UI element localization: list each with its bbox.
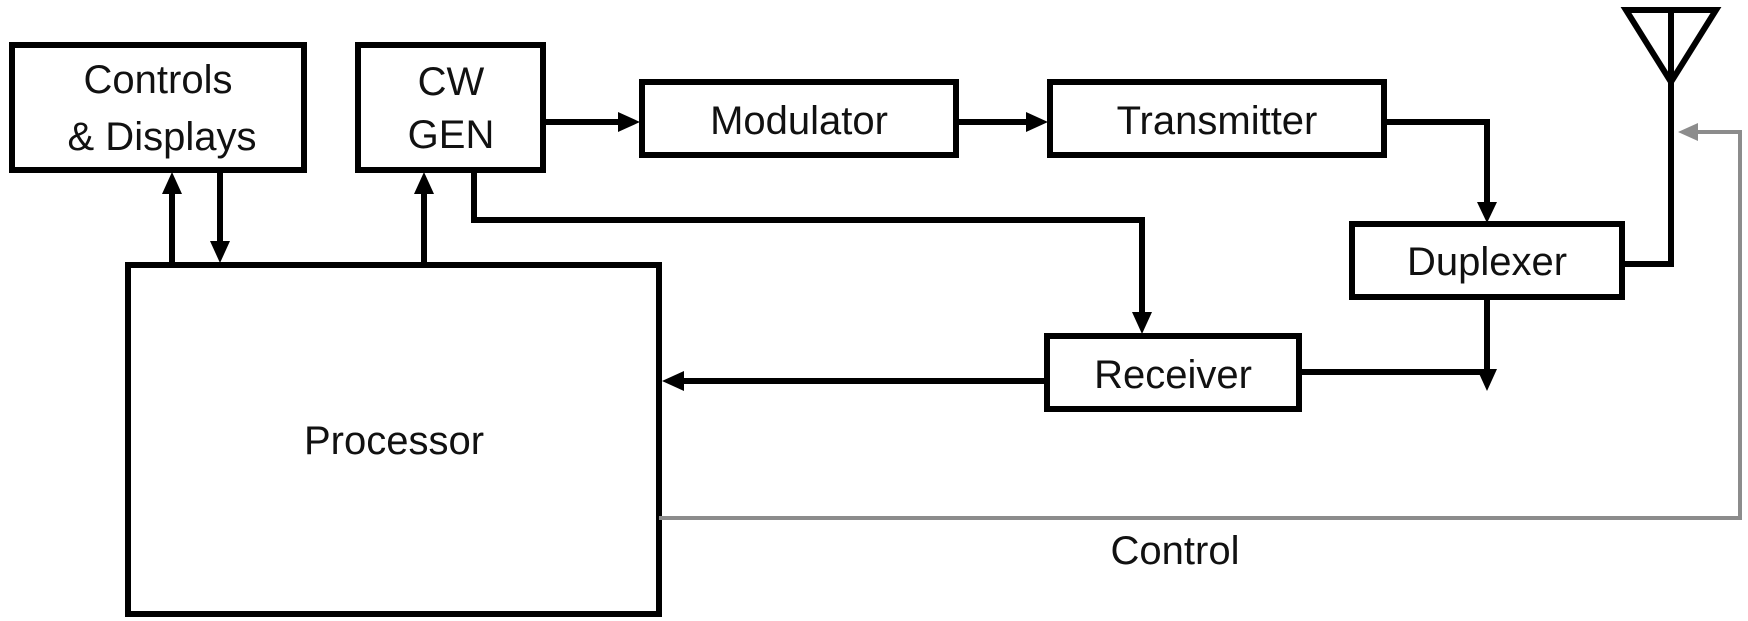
modulator-block: Modulator — [639, 79, 959, 158]
controls-displays-block: Controls & Displays — [9, 42, 307, 173]
cw-gen-label-line1: CW — [418, 60, 485, 104]
duplexer-block: Duplexer — [1349, 221, 1625, 300]
cw-gen-block: CW GEN — [355, 42, 546, 173]
receiver-label: Receiver — [1094, 353, 1252, 397]
modulator-label: Modulator — [710, 99, 888, 143]
transmitter-label: Transmitter — [1117, 99, 1318, 143]
cwgen-to-modulator-arrow — [543, 112, 640, 132]
duplexer-to-receiver-arrow — [1299, 297, 1497, 391]
cw-gen-label-line2: GEN — [408, 113, 495, 157]
controls-displays-label-line1: Controls — [84, 58, 233, 102]
receiver-block: Receiver — [1044, 333, 1302, 412]
controls-displays-label-line2: & Displays — [68, 115, 257, 159]
modulator-to-transmitter-arrow — [956, 112, 1048, 132]
cwgen-to-receiver-arrow — [471, 170, 1152, 334]
control-line — [659, 123, 1742, 520]
processor-block: Processor — [125, 262, 662, 617]
processor-to-controls-arrow — [162, 172, 182, 265]
processor-label: Processor — [304, 419, 484, 463]
transmitter-block: Transmitter — [1047, 79, 1387, 158]
transmitter-to-duplexer-arrow — [1384, 119, 1497, 223]
duplexer-to-antenna-line — [1622, 80, 1674, 267]
control-line-label: Control — [1111, 529, 1240, 573]
antenna-icon — [1620, 7, 1722, 88]
duplexer-label: Duplexer — [1407, 240, 1567, 284]
receiver-to-processor-arrow — [662, 371, 1047, 391]
processor-to-cwgen-arrow — [414, 172, 434, 265]
controls-to-processor-arrow — [210, 170, 230, 263]
